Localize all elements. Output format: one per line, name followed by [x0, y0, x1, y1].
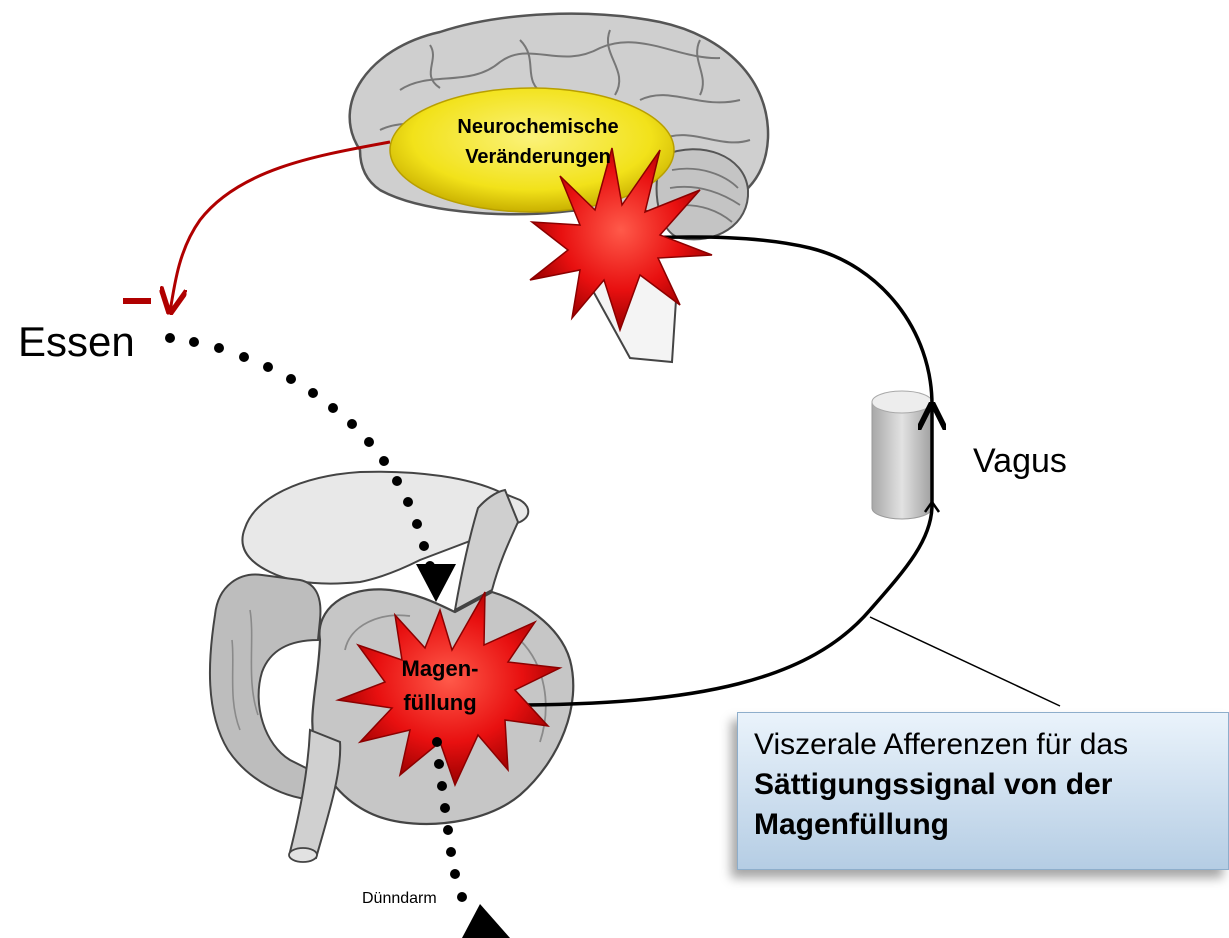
- label-magen-line2: füllung: [380, 686, 500, 720]
- food-arrowhead-stomach: [416, 564, 456, 602]
- label-neuro-line1: Neurochemische: [406, 112, 670, 142]
- callout-bold-line1: Sättigungssignal von der: [754, 765, 1228, 805]
- inhibition-arrow: [170, 142, 390, 312]
- food-arrowhead-intestine: [462, 904, 510, 938]
- label-neurochemical-changes: Neurochemische Veränderungen: [406, 112, 670, 172]
- brain-illustration: [350, 14, 768, 362]
- label-essen: Essen: [18, 318, 135, 366]
- inhibition-minus-sign: [123, 298, 151, 304]
- vagus-arrow-upper: [638, 237, 932, 405]
- callout-line1: Viszerale Afferenzen für das: [754, 725, 1228, 765]
- label-magen-line1: Magen-: [380, 652, 500, 686]
- callout-box: Viszerale Afferenzen für das Sättigungss…: [737, 712, 1229, 870]
- callout-bold-line2: Magenfüllung: [754, 805, 1228, 845]
- vagus-nerve-cylinder: [872, 391, 932, 519]
- callout-bold-text: Sättigungssignal von der Magenfüllung: [754, 765, 1228, 845]
- callout-pointer: [870, 617, 1060, 706]
- label-gastric-filling: Magen- füllung: [380, 652, 500, 720]
- label-duenndarm: Dünndarm: [362, 890, 437, 908]
- label-neuro-line2: Veränderungen: [406, 142, 670, 172]
- label-vagus: Vagus: [973, 442, 1067, 481]
